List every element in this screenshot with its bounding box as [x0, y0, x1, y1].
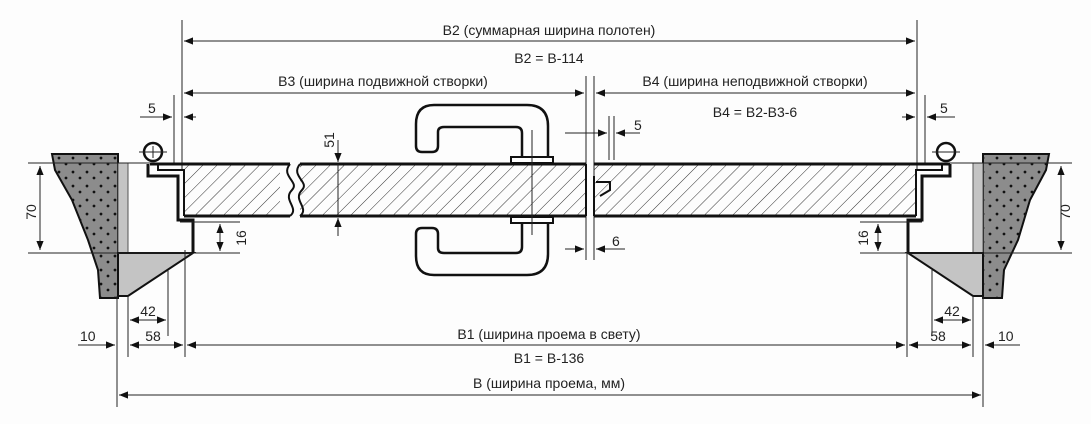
door-handle-icon — [414, 103, 554, 277]
wall-gap-right-label: 10 — [998, 328, 1014, 344]
gap-left-label: 5 — [148, 100, 156, 116]
b-caption: B (ширина проема, мм) — [473, 375, 625, 391]
wall-right: 70 — [860, 153, 1073, 299]
frame-step-right-label: 16 — [855, 230, 871, 246]
frame-left — [139, 141, 195, 253]
b2-caption: B2 (суммарная ширина полотен) — [443, 22, 656, 38]
dim-gap-center-top: 5 — [565, 116, 642, 160]
leaf-thickness-label: 51 — [321, 132, 337, 148]
dim-b2: B2 (суммарная ширина полотен) B2 = B-114 — [181, 20, 918, 170]
wall-depth-left-label: 70 — [23, 204, 39, 220]
dim-frame-step-left: 16 — [180, 221, 249, 251]
gap-center-bottom-label: 6 — [612, 233, 620, 249]
dim-frame-step-right: 16 — [855, 221, 922, 251]
b1-formula: B1 = B-136 — [514, 350, 585, 366]
frame-step-left-label: 16 — [233, 230, 249, 246]
wall-depth-right-label: 70 — [1057, 204, 1073, 220]
b3-caption: B3 (ширина подвижной створки) — [278, 73, 488, 89]
frame-outer-left-label: 58 — [145, 328, 161, 344]
leaf-movable — [150, 162, 586, 218]
bottom-dimensions: 42 42 10 58 B1 (ширина проема в свету) B… — [78, 250, 1020, 407]
gap-center-top-label: 5 — [634, 117, 642, 133]
b4-formula: B4 = B2-B3-6 — [713, 104, 798, 120]
frame-outer-right-label: 58 — [930, 328, 946, 344]
frame-inner-left-label: 42 — [140, 303, 156, 319]
dim-gap-left: 5 — [140, 95, 196, 165]
dim-gap-center-bottom: 6 — [565, 233, 625, 253]
wall-gap-left-label: 10 — [80, 328, 96, 344]
b4-caption: B4 (ширина неподвижной створки) — [642, 73, 867, 89]
leaf-fixed — [585, 162, 950, 218]
frame-right — [906, 141, 960, 253]
dim-b3: B3 (ширина подвижной створки) — [184, 73, 584, 97]
b1-caption: B1 (ширина проема в свету) — [457, 326, 640, 342]
b2-formula: B2 = B-114 — [514, 50, 584, 66]
dim-gap-right: 5 — [902, 95, 955, 165]
dim-leaf-thickness: 51 — [321, 132, 342, 236]
frame-inner-right-label: 42 — [944, 303, 960, 319]
gap-right-label: 5 — [940, 100, 948, 116]
